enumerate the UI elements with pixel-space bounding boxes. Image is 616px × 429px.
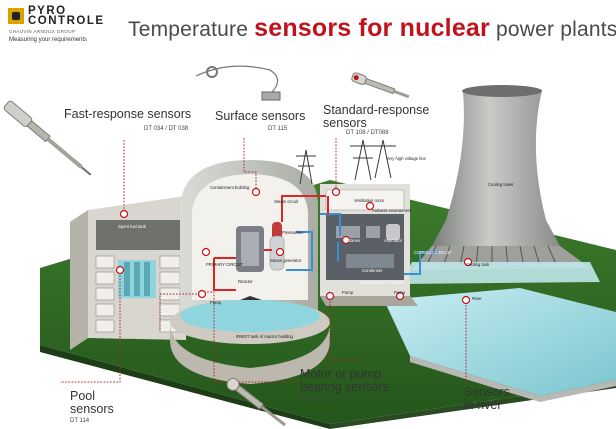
surface-sensors-code: DT 115 [268,126,288,132]
title-pre: Temperature [128,18,255,41]
turbines-label: Turbines [344,238,361,243]
power-pylons [296,139,396,185]
motor-sensors-label-1: Motor or pump [300,367,382,381]
logo-mark [8,8,24,24]
cooling-tower-shape [400,85,600,284]
surface-sensors-label: Surface sensors [215,109,306,123]
standard-sensors-label-2: sensors [323,116,367,130]
primary-circuit-label: PRIMARY CIRCUIT [206,262,244,267]
steam-circuit-label: Steam circuit [274,199,299,204]
standard-sensor-probe [351,72,410,99]
alternator-label: Alternator [384,238,403,243]
logo-name-line1: PYRO [28,5,67,17]
pump-right-label: Pump [394,290,405,295]
secondary-circuit-label: SECONDARY CIRCUIT [360,280,405,285]
pool-sensors-label-2: sensors [70,402,114,416]
pressuriser-label: Pressuriser [282,230,304,235]
pump-mid-label: Pump [342,290,353,295]
river-label: River [472,296,482,301]
logo-name-line2: CONTROLE [28,15,105,27]
irwst-label: IRWST tank of reactor building [236,334,293,339]
cooling-tank-label: Cooling tank [466,262,490,267]
ambient-label: Ambient environment [372,208,412,213]
river-sensors-label-1: Sensors [464,385,510,399]
river-sensors-label-2: in river [464,398,502,412]
logo-group: CHAUVIN ARNOUX GROUP [9,29,76,34]
leader-lines [60,138,467,384]
standard-sensors-code: DT 108 / DT088 [346,130,389,136]
motor-sensors-code: DT 110 / DT 112 [300,397,344,403]
pool-sensors-label-1: Pool [70,389,96,403]
river-water [384,288,616,402]
sensor-markers [115,187,473,305]
standard-sensors-label-1: Standard-response [323,103,430,117]
fast-sensors-code: DT 034 / DT 038 [144,126,189,132]
fast-sensor-probe [3,100,92,176]
motor-sensor-probe [226,377,286,427]
motor-sensors-label-2: bearing sensors [300,380,389,394]
reactor-label: Reactor [238,279,253,284]
fast-sensors-label: Fast-response sensors [64,107,192,121]
spent-fuel-building [70,196,186,350]
cooling-circuit-label: COOLING CIRCUIT [414,250,452,255]
logo-tagline: Measuring your requirements [9,37,88,43]
title-post: power plants [489,18,616,41]
steam-generator-label: Steam generator [270,258,302,263]
ventilation-label: Ventilation room [354,198,385,203]
spent-fuel-label: Spent fuel tank [118,224,146,229]
turbine-hall [320,184,418,306]
containment-building [170,160,330,384]
circuit-piping [281,195,440,275]
pump-left-label: Pump [210,300,221,305]
title-highlight: sensors for nuclear [254,14,490,42]
containment-label: Containment building [210,185,250,190]
pool-sensors-code: DT 114 [70,418,90,424]
cooling-tower-label: Cooling tower [488,182,514,187]
page-title: Temperature sensors for nuclear power pl… [128,14,616,43]
very-high-voltage-label: Very high voltage line [386,156,426,161]
surface-sensor-cable [195,65,281,101]
condenser-label: Condenser [362,268,383,273]
